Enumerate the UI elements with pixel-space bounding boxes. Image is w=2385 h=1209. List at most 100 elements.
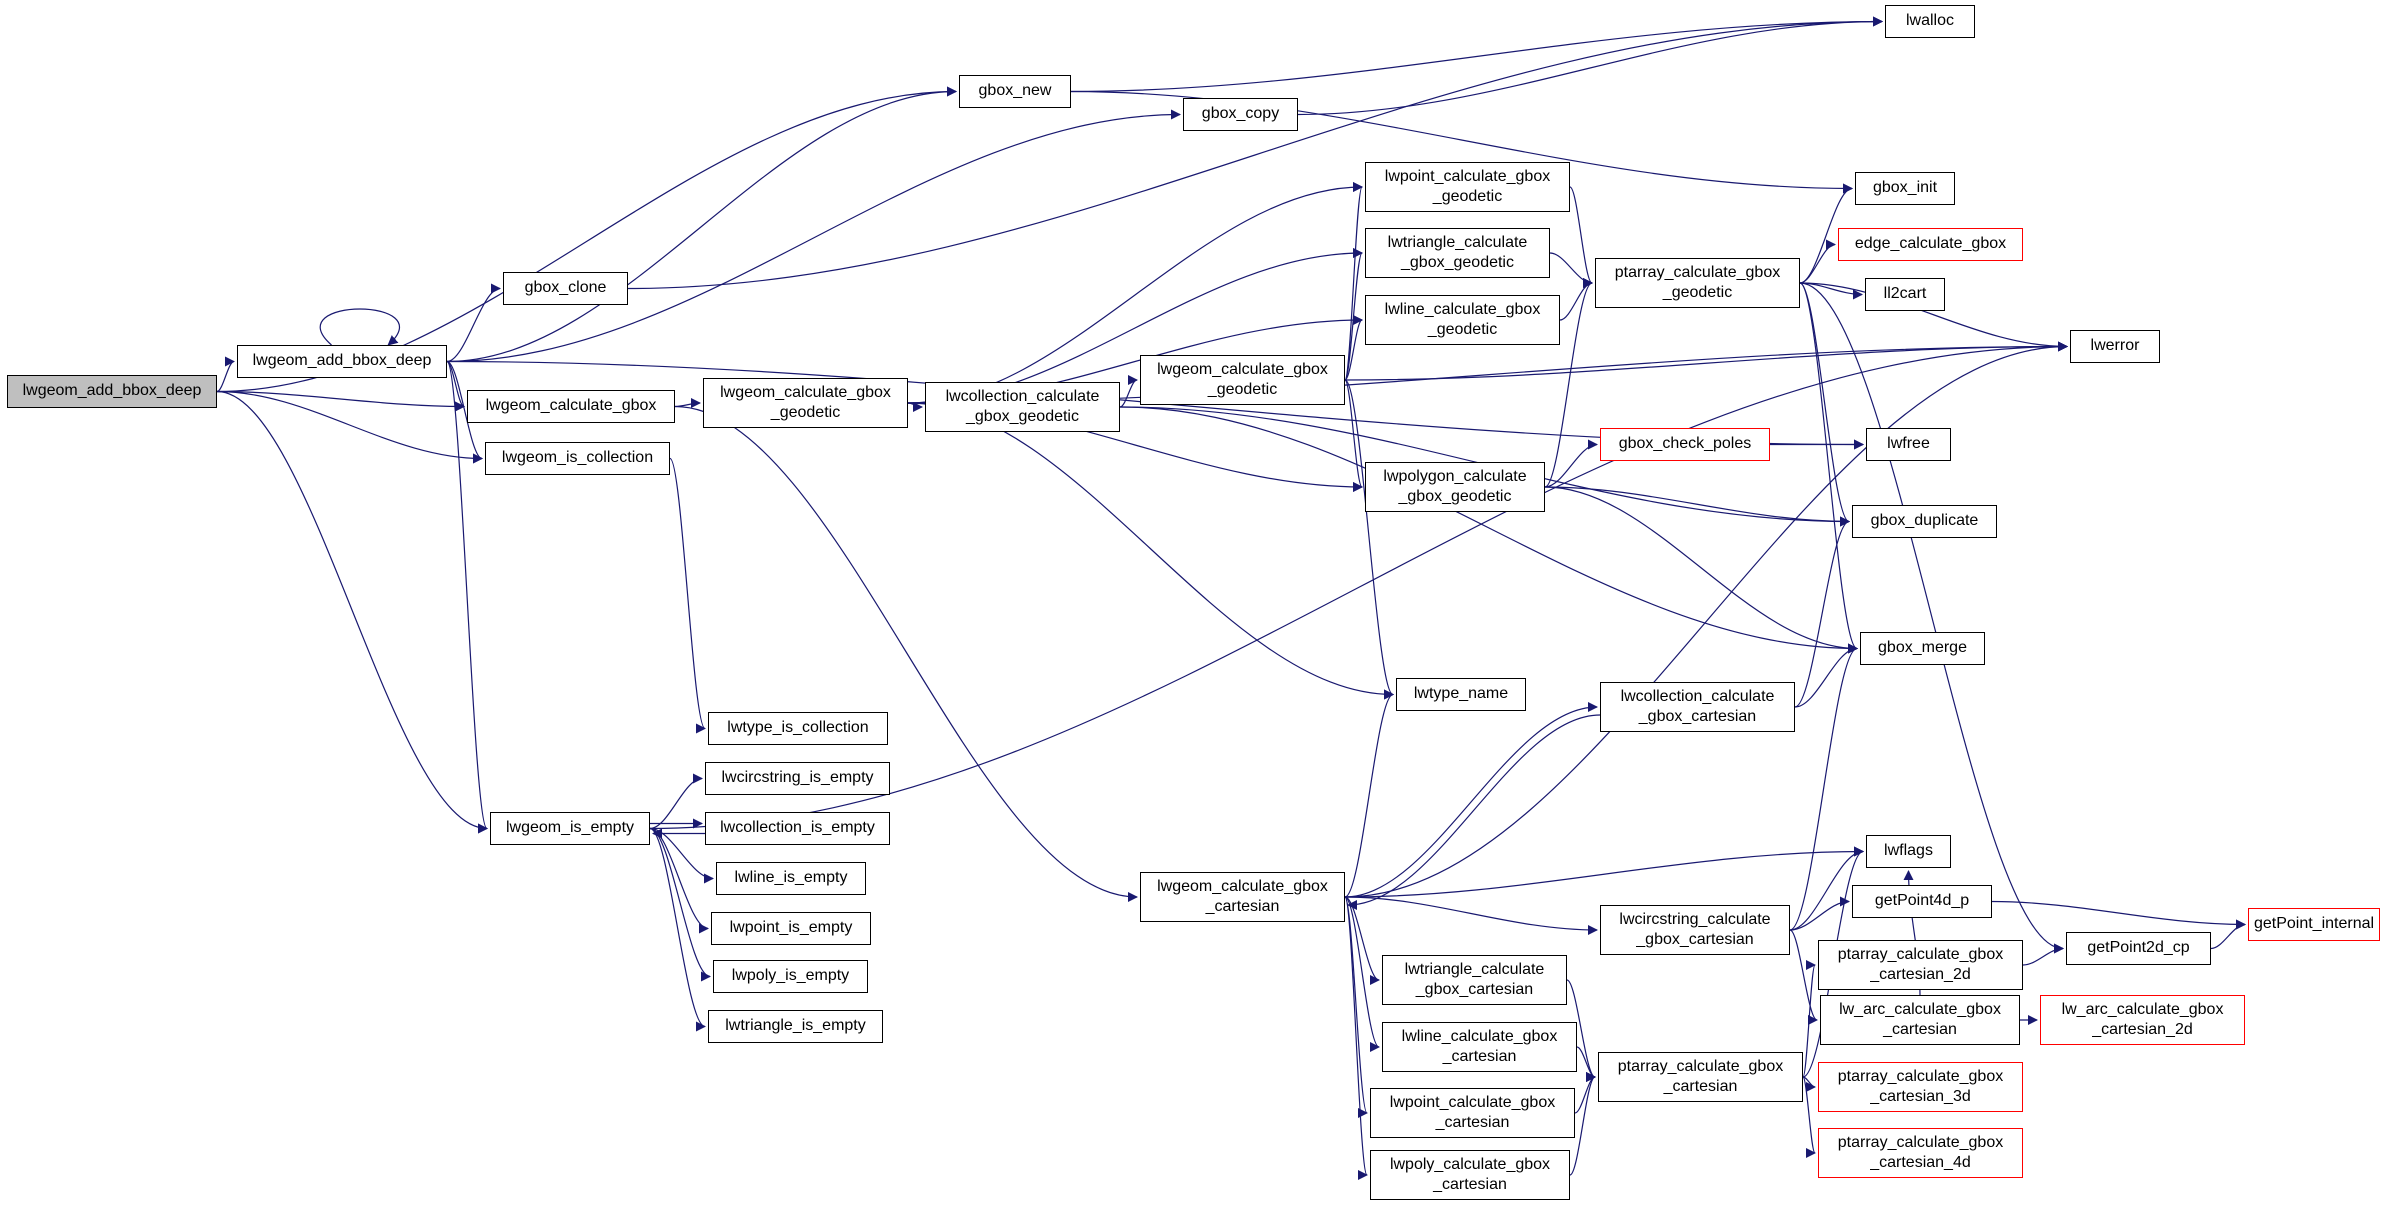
graph-node-label: ptarray_calculate_gbox _cartesian_3d: [1837, 1067, 2004, 1105]
call-edge-pta2d-getp2d: [2022, 943, 2065, 966]
graph-node-line_cart[interactable]: lwline_calculate_gbox _cartesian: [1382, 1022, 1577, 1072]
call-edge-add2-gbox_new: [446, 86, 958, 363]
graph-node-edge_calc[interactable]: edge_calculate_gbox: [1838, 228, 2023, 261]
graph-node-tri_empty[interactable]: lwtriangle_is_empty: [708, 1010, 883, 1043]
graph-node-label: lwgeom_add_bbox_deep: [252, 352, 432, 370]
graph-node-pta_geo[interactable]: ptarray_calculate_gbox _geodetic: [1595, 258, 1800, 308]
graph-node-lwflags[interactable]: lwflags: [1866, 835, 1951, 868]
graph-node-poly_empty[interactable]: lwpoly_is_empty: [713, 960, 868, 993]
call-edge-gbox_copy-lwalloc: [1297, 16, 1884, 116]
graph-node-lwfree[interactable]: lwfree: [1866, 428, 1951, 461]
graph-node-circ_empty[interactable]: lwcircstring_is_empty: [705, 762, 890, 795]
graph-node-label: lwpoly_is_empty: [731, 967, 850, 985]
graph-node-label: lwgeom_calculate_gbox _cartesian: [1157, 877, 1328, 915]
graph-node-geoB[interactable]: lwgeom_calculate_gbox _geodetic: [1140, 355, 1345, 405]
graph-node-is_empty[interactable]: lwgeom_is_empty: [490, 812, 650, 845]
graph-node-geoA[interactable]: lwgeom_calculate_gbox _geodetic: [703, 378, 908, 428]
graph-node-arc2d[interactable]: lw_arc_calculate_gbox _cartesian_2d: [2040, 995, 2245, 1045]
graph-node-tri_geo[interactable]: lwtriangle_calculate _gbox_geodetic: [1365, 228, 1550, 278]
graph-node-label: gbox_init: [1872, 179, 1938, 197]
call-edge-geoB-line_geo: [1344, 314, 1364, 381]
graph-node-label: lwline_calculate_gbox _cartesian: [1401, 1027, 1558, 1065]
graph-node-label: lwtriangle_calculate _gbox_cartesian: [1404, 960, 1545, 998]
call-edge-coll_geo-geoB: [1119, 374, 1139, 408]
call-edge-gbox_clone-lwalloc: [627, 16, 1884, 290]
graph-node-gbox_new[interactable]: gbox_new: [959, 75, 1071, 108]
graph-node-merge[interactable]: gbox_merge: [1860, 632, 1985, 665]
call-edge-root-add2: [216, 356, 236, 393]
graph-node-gbox_copy[interactable]: gbox_copy: [1183, 98, 1298, 131]
graph-node-lwalloc[interactable]: lwalloc: [1885, 5, 1975, 38]
graph-node-tri_cart[interactable]: lwtriangle_calculate _gbox_cartesian: [1382, 955, 1567, 1005]
graph-node-label: gbox_new: [978, 82, 1052, 100]
call-edge-cart-lwflags: [1344, 846, 1865, 898]
graph-node-poles[interactable]: gbox_check_poles: [1600, 428, 1770, 461]
graph-node-label: lwcircstring_is_empty: [721, 769, 874, 787]
call-edge-add2-add2: [319, 308, 400, 346]
graph-node-label: lwpoint_calculate_gbox _cartesian: [1389, 1093, 1556, 1131]
graph-node-coll_geo[interactable]: lwcollection_calculate _gbox_geodetic: [925, 382, 1120, 432]
graph-node-add2[interactable]: lwgeom_add_bbox_deep: [237, 345, 447, 378]
graph-node-lwerror[interactable]: lwerror: [2070, 330, 2160, 363]
call-edge-coll_cart-cart: [1346, 714, 1601, 911]
graph-node-label: lwtriangle_calculate _gbox_geodetic: [1387, 233, 1528, 271]
graph-node-label: lw_arc_calculate_gbox _cartesian: [1839, 1000, 2001, 1038]
graph-node-root[interactable]: lwgeom_add_bbox_deep: [7, 375, 217, 408]
graph-node-pt_geo[interactable]: lwpoint_calculate_gbox _geodetic: [1365, 162, 1570, 212]
call-edge-cart-circ_cart: [1344, 896, 1599, 936]
graph-node-cart[interactable]: lwgeom_calculate_gbox _cartesian: [1140, 872, 1345, 922]
graph-node-lw_is_coll[interactable]: lwgeom_is_collection: [485, 442, 670, 475]
graph-node-label: lwpoly_calculate_gbox _cartesian: [1389, 1155, 1551, 1193]
graph-node-label: lwpoint_is_empty: [729, 919, 853, 937]
graph-node-type_is_coll[interactable]: lwtype_is_collection: [708, 712, 888, 745]
graph-node-label: gbox_duplicate: [1870, 512, 1979, 530]
graph-node-pta4d[interactable]: ptarray_calculate_gbox _cartesian_4d: [1818, 1128, 2023, 1178]
graph-node-coll_cart[interactable]: lwcollection_calculate _gbox_cartesian: [1600, 682, 1795, 732]
graph-node-label: ptarray_calculate_gbox _cartesian_4d: [1837, 1133, 2004, 1171]
call-edge-poly_geo-dup: [1544, 486, 1851, 527]
graph-node-pta2d[interactable]: ptarray_calculate_gbox _cartesian_2d: [1818, 940, 2023, 990]
graph-node-getp_int[interactable]: getPoint_internal: [2248, 908, 2380, 941]
call-edge-add2-gbox_clone: [446, 283, 502, 363]
graph-node-pta3d[interactable]: ptarray_calculate_gbox _cartesian_3d: [1818, 1062, 2023, 1112]
graph-node-label: getPoint2d_cp: [2087, 939, 2190, 957]
graph-node-label: lw_arc_calculate_gbox _cartesian_2d: [2061, 1000, 2224, 1038]
graph-node-label: lwflags: [1884, 842, 1933, 860]
call-edge-is_empty-line_empty: [649, 827, 715, 884]
call-edge-coll_geo-merge: [1119, 406, 1859, 654]
graph-node-gbox_init[interactable]: gbox_init: [1855, 172, 1955, 205]
graph-node-gbox_clone[interactable]: gbox_clone: [503, 272, 628, 305]
graph-node-label: ll2cart: [1883, 285, 1927, 303]
call-edge-poly_geo-poles: [1544, 439, 1599, 488]
call-edge-geoB-lwerror: [1344, 341, 2069, 381]
graph-node-poly_cart[interactable]: lwpoly_calculate_gbox _cartesian: [1370, 1150, 1570, 1200]
graph-node-line_empty[interactable]: lwline_is_empty: [716, 862, 866, 895]
call-edge-poly_cart-pta_cart: [1569, 1072, 1597, 1176]
graph-node-label: lwtriangle_is_empty: [725, 1017, 866, 1035]
call-edge-cart-poly_cart: [1344, 896, 1369, 1180]
graph-node-point_empty[interactable]: lwpoint_is_empty: [711, 912, 871, 945]
graph-node-pt_cart[interactable]: lwpoint_calculate_gbox _cartesian: [1370, 1088, 1575, 1138]
graph-node-type_name[interactable]: lwtype_name: [1396, 678, 1526, 711]
graph-node-getp4d[interactable]: getPoint4d_p: [1852, 885, 1992, 918]
graph-node-coll_empty[interactable]: lwcollection_is_empty: [705, 812, 890, 845]
graph-node-label: lwpolygon_calculate _gbox_geodetic: [1383, 467, 1527, 505]
graph-node-dup[interactable]: gbox_duplicate: [1852, 505, 1997, 538]
call-edge-poly_geo-merge: [1544, 486, 1859, 654]
graph-node-circ_cart[interactable]: lwcircstring_calculate _gbox_cartesian: [1600, 905, 1790, 955]
graph-node-arc_cart[interactable]: lw_arc_calculate_gbox _cartesian: [1820, 995, 2020, 1045]
call-edge-pta_geo-lwerror: [1799, 282, 2069, 352]
call-edge-pt_geo-pta_geo: [1569, 186, 1594, 288]
graph-node-poly_geo[interactable]: lwpolygon_calculate _gbox_geodetic: [1365, 462, 1545, 512]
graph-node-line_geo[interactable]: lwline_calculate_gbox _geodetic: [1365, 295, 1560, 345]
graph-node-pta_cart[interactable]: ptarray_calculate_gbox _cartesian: [1598, 1052, 1803, 1102]
graph-node-ll2cart[interactable]: ll2cart: [1865, 278, 1945, 311]
graph-node-getp2d[interactable]: getPoint2d_cp: [2066, 932, 2211, 965]
graph-node-label: lwcollection_is_empty: [720, 819, 875, 837]
graph-node-lw_calc_gbox[interactable]: lwgeom_calculate_gbox: [467, 390, 675, 423]
graph-node-label: lwgeom_add_bbox_deep: [22, 382, 202, 400]
graph-node-label: edge_calculate_gbox: [1854, 235, 2007, 253]
